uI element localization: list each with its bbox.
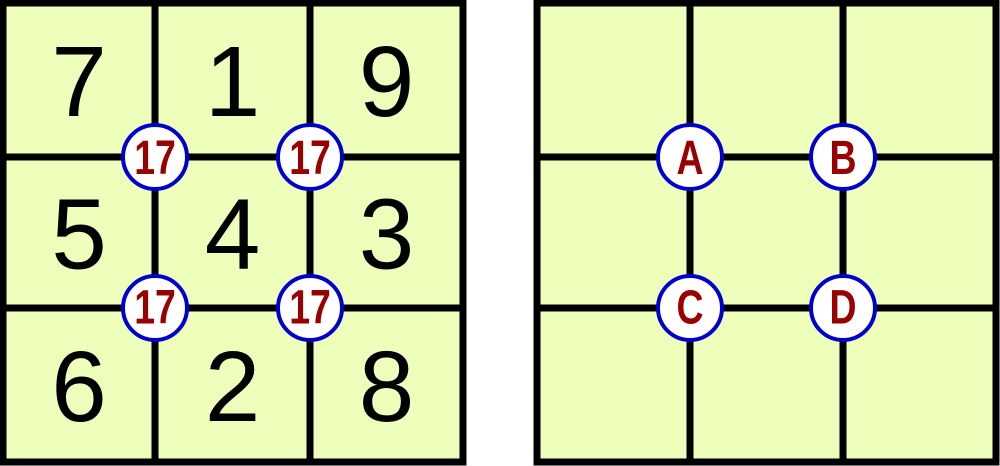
cell-number: 3 <box>359 179 415 291</box>
intersection-circle <box>276 274 344 342</box>
intersection-label: D <box>829 281 856 335</box>
intersection-circle <box>121 274 189 342</box>
intersection-circle <box>656 123 724 191</box>
cell-number: 7 <box>51 26 107 138</box>
cell-number: 5 <box>51 179 107 291</box>
cell-number: 6 <box>51 331 107 443</box>
cell-number: 9 <box>359 26 415 138</box>
intersection-label: 17 <box>134 281 176 335</box>
intersection-circle <box>809 123 877 191</box>
intersection-circle <box>276 123 344 191</box>
cell-number: 4 <box>205 179 261 291</box>
cell-number: 8 <box>359 331 415 443</box>
grid-border <box>0 0 467 466</box>
intersection-label: 17 <box>289 132 331 186</box>
intersection-circle <box>121 123 189 191</box>
intersection-label: B <box>829 132 856 186</box>
intersection-label: 17 <box>134 132 176 186</box>
intersection-label: 17 <box>289 281 331 335</box>
right-grid: A B C D <box>533 0 1000 466</box>
intersection-circle <box>656 274 724 342</box>
cell-number: 1 <box>205 26 261 138</box>
cell-number: 2 <box>205 331 261 443</box>
intersection-label: A <box>676 132 703 186</box>
intersection-circle <box>809 274 877 342</box>
grid-border <box>533 0 1000 466</box>
intersection-label: C <box>676 281 703 335</box>
